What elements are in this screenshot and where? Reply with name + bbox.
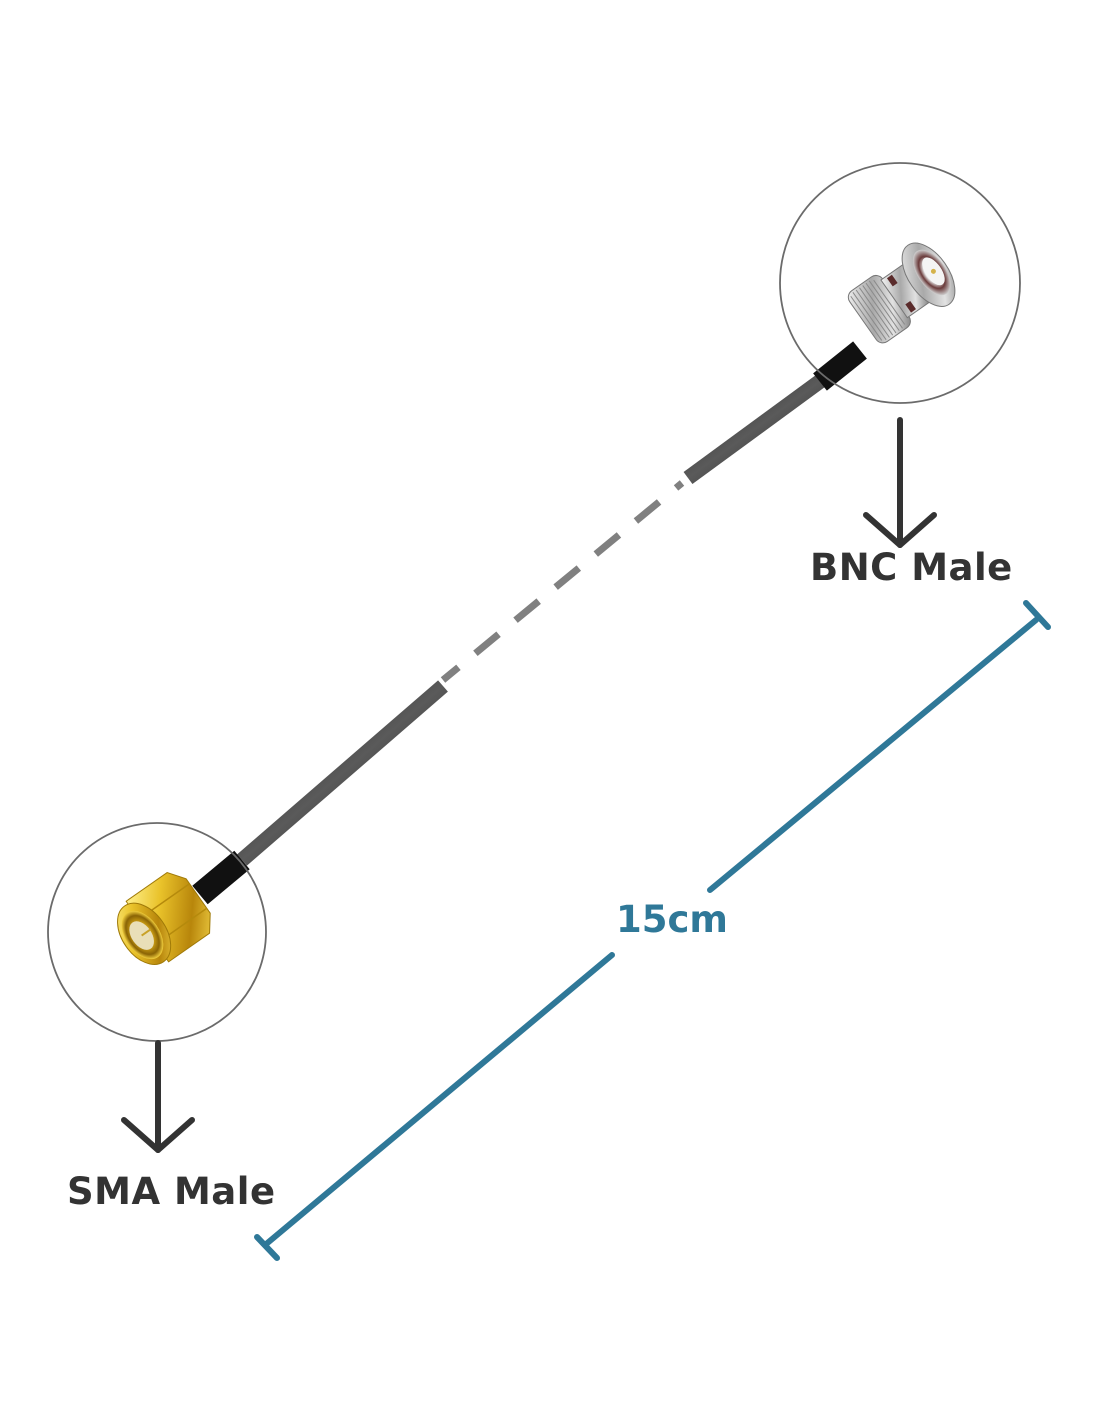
bnc-connector[interactable] [842,234,965,350]
bnc-male-label: BNC Male [810,546,1013,589]
sma-connector[interactable] [105,866,220,977]
sma-arrow-icon [121,1040,195,1153]
cable [192,341,867,905]
bnc-strain-relief [813,341,867,391]
sma-strain-relief [192,850,250,905]
dimension-line [254,600,1051,1261]
cable-segment-lower [237,680,448,866]
dimension-cap-top [1023,600,1051,630]
dimension-cap-bottom [254,1234,280,1261]
dimension-line-upper [707,617,1039,893]
length-label: 15cm [616,898,728,941]
sma-male-label: SMA Male [67,1170,276,1213]
bnc-callout-circle [779,162,1021,404]
bnc-arrow-icon [863,417,937,548]
cable-break-dashes [440,480,685,683]
dimension-line-lower [262,952,615,1248]
